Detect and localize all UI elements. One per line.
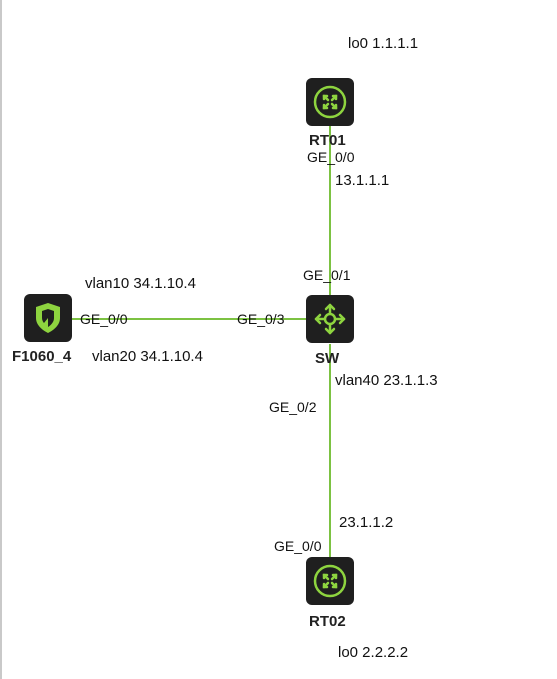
link-rt01-sw[interactable] [329,124,331,296]
rt02-name: RT02 [309,613,346,630]
fw-port-label: GE_0/0 [80,311,128,327]
switch-icon [314,303,346,335]
sw-vlan40-label: vlan40 23.1.1.3 [335,372,438,389]
fw-vlan20-label: vlan20 34.1.10.4 [92,348,203,365]
link-sw-rt02[interactable] [329,344,331,558]
fw-name: F1060_4 [12,348,72,365]
rt01-ip-label: 13.1.1.1 [335,172,390,189]
rt01-port-label: GE_0/0 [307,149,355,165]
sw-port-bottom-label: GE_0/2 [269,399,317,415]
rt01-name: RT01 [309,132,346,149]
rt01-loopback-label: lo0 1.1.1.1 [348,35,419,52]
router-icon [313,85,347,119]
sw-name: SW [315,350,340,367]
rt02-loopback-label: lo0 2.2.2.2 [338,644,409,661]
sw-port-top-label: GE_0/1 [303,267,351,283]
rt02-port-label: GE_0/0 [274,538,322,554]
fw-vlan10-label: vlan10 34.1.10.4 [85,275,196,292]
sw-switch[interactable] [306,295,354,343]
sw-port-left-label: GE_0/3 [237,311,285,327]
rt01-router[interactable] [306,78,354,126]
rt02-router[interactable] [306,557,354,605]
rt02-ip-label: 23.1.1.2 [339,514,394,531]
firewall-icon [36,303,60,333]
link-fw-sw[interactable] [72,318,306,320]
router-icon [313,564,347,598]
canvas-left-border [0,0,2,679]
fw-firewall[interactable] [24,294,72,342]
